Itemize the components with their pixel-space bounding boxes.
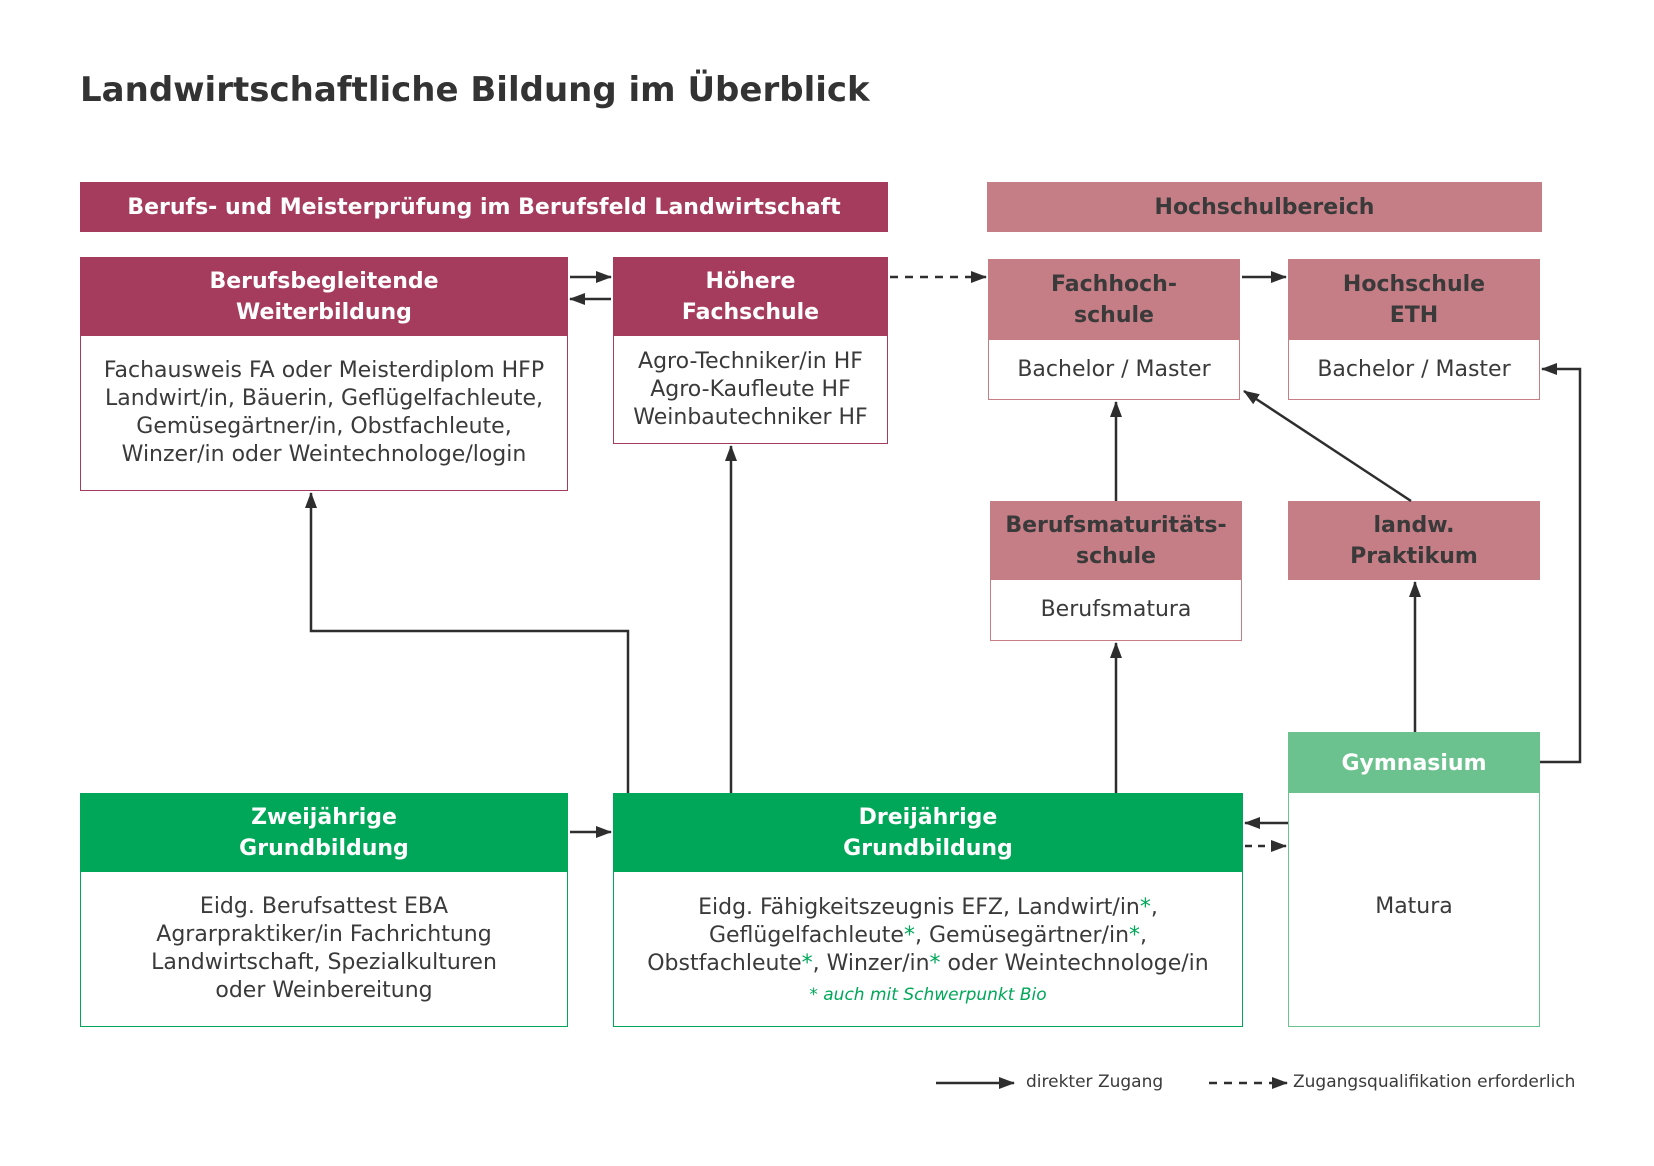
box-header: Gymnasium	[1289, 733, 1539, 793]
header-line: Fachhoch-	[1051, 272, 1177, 297]
bio-asterisk: *	[903, 923, 915, 948]
box-header: Höhere Fachschule	[614, 258, 887, 336]
box-body: Bachelor / Master	[1289, 340, 1539, 399]
header-line: landw.	[1373, 512, 1455, 538]
box-header: Hochschule ETH	[1289, 260, 1539, 340]
header-line: schule	[1074, 303, 1154, 328]
box-zweijaehrige-grundbildung: Zweijährige Grundbildung Eidg. Berufsatt…	[80, 793, 568, 1027]
banner-berufsfeld: Berufs- und Meisterprüfung im Berufsfeld…	[80, 182, 888, 232]
box-header: Berufsbegleitende Weiterbildung	[81, 258, 567, 336]
body-text: , Winzer/in	[812, 951, 930, 976]
header-line: ETH	[1389, 303, 1439, 328]
box-header: landw. Praktikum	[1289, 502, 1539, 579]
body-line: Fachausweis FA oder Meisterdiplom HFP	[103, 358, 545, 383]
box-body: Eidg. Berufsattest EBA Agrarpraktiker/in…	[81, 872, 567, 1026]
box-landw-praktikum: landw. Praktikum	[1288, 501, 1540, 580]
body-line: Matura	[1375, 894, 1453, 919]
banner-hochschulbereich: Hochschulbereich	[987, 182, 1542, 232]
body-line: Agrarpraktiker/in Fachrichtung	[156, 922, 492, 947]
box-body: Agro-Techniker/in HF Agro-Kaufleute HF W…	[614, 336, 887, 443]
box-hochschule-eth: Hochschule ETH Bachelor / Master	[1288, 259, 1540, 400]
header-line: Weiterbildung	[236, 300, 412, 325]
body-line: Eidg. Berufsattest EBA	[199, 894, 449, 919]
body-text: , Gemüsegärtner/in	[914, 923, 1130, 948]
bio-asterisk: *	[801, 951, 813, 976]
body-line: Bachelor / Master	[1317, 356, 1511, 382]
box-gymnasium: Gymnasium Matura	[1288, 732, 1540, 1027]
banner-hochschulbereich-label: Hochschulbereich	[1154, 194, 1375, 220]
body-line: Landwirtschaft, Spezialkulturen	[151, 950, 497, 975]
body-line: Obstfachleute*, Winzer/in* oder Weintech…	[647, 950, 1209, 978]
body-line: oder Weinbereitung	[215, 978, 433, 1003]
body-line: Bachelor / Master	[1017, 356, 1211, 382]
box-berufsbegleitende-weiterbildung: Berufsbegleitende Weiterbildung Fachausw…	[80, 257, 568, 491]
arrow-dreijaehrig-to-weiterbildung	[305, 492, 630, 793]
body-line: Geflügelfachleute*, Gemüsegärtner/in*,	[709, 922, 1147, 950]
page-title: Landwirtschaftliche Bildung im Überblick	[80, 70, 870, 110]
box-header: Dreijährige Grundbildung	[614, 794, 1242, 872]
box-body: Fachausweis FA oder Meisterdiplom HFP La…	[81, 336, 567, 490]
body-text: Geflügelfachleute	[708, 923, 904, 948]
header-line: Berufsmaturitäts-	[1005, 513, 1227, 538]
body-text: Obstfachleute	[647, 951, 802, 976]
box-body: Berufsmatura	[991, 580, 1241, 640]
box-body: Bachelor / Master	[989, 340, 1239, 399]
body-text: oder Weintechnologe/in	[940, 951, 1209, 976]
body-line: Winzer/in oder Weintechnologe/login	[121, 442, 527, 467]
arrow-gymnasium-to-eth	[1540, 363, 1582, 764]
header-line: Gymnasium	[1341, 750, 1487, 776]
arrow-praktikum-to-fh	[1243, 389, 1412, 503]
body-line: Eidg. Fähigkeitszeugnis EFZ, Landwirt/in…	[698, 894, 1158, 922]
bio-asterisk: *	[1139, 895, 1151, 920]
body-text: Eidg. Fähigkeitszeugnis EFZ, Landwirt/in	[698, 895, 1140, 920]
body-line: Landwirt/in, Bäuerin, Geflügelfachleute,	[104, 386, 544, 411]
box-dreijaehrige-grundbildung: Dreijährige Grundbildung Eidg. Fähigkeit…	[613, 793, 1243, 1027]
box-body: Eidg. Fähigkeitszeugnis EFZ, Landwirt/in…	[614, 872, 1242, 1026]
body-line: Gemüsegärtner/in, Obstfachleute,	[136, 414, 512, 439]
header-line: Hochschule	[1342, 272, 1486, 297]
body-line: Agro-Techniker/in HF	[638, 348, 863, 374]
body-line: Weinbautechniker HF	[633, 404, 868, 430]
header-line: Zweijährige	[251, 805, 397, 830]
header-line: Berufsbegleitende	[209, 269, 439, 294]
legend-qualification-label: Zugangsqualifikation erforderlich	[1293, 1072, 1576, 1092]
box-header: Zweijährige Grundbildung	[81, 794, 567, 872]
box-hoehere-fachschule: Höhere Fachschule Agro-Techniker/in HF A…	[613, 257, 888, 444]
body-text: ,	[1140, 923, 1148, 948]
bio-asterisk: *	[1129, 923, 1141, 948]
body-text: ,	[1150, 895, 1158, 920]
body-line: Agro-Kaufleute HF	[650, 376, 851, 402]
body-line: Berufsmatura	[1040, 597, 1192, 622]
header-line: Praktikum	[1350, 543, 1478, 569]
box-body: Matura	[1289, 793, 1539, 1026]
header-line: Höhere	[705, 269, 796, 294]
bio-asterisk: *	[929, 951, 941, 976]
header-line: Grundbildung	[843, 836, 1013, 861]
box-fachhochschule: Fachhoch- schule Bachelor / Master	[988, 259, 1240, 400]
legend-direct-label: direkter Zugang	[1026, 1072, 1164, 1092]
header-line: schule	[1076, 544, 1156, 569]
bio-footnote: * auch mit Schwerpunkt Bio	[809, 985, 1047, 1005]
header-line: Grundbildung	[239, 836, 409, 861]
box-header: Berufsmaturitäts- schule	[991, 502, 1241, 580]
box-header: Fachhoch- schule	[989, 260, 1239, 340]
header-line: Dreijährige	[858, 805, 998, 830]
box-berufsmaturitaetsschule: Berufsmaturitäts- schule Berufsmatura	[990, 501, 1242, 641]
header-line: Fachschule	[681, 300, 820, 325]
banner-berufsfeld-label: Berufs- und Meisterprüfung im Berufsfeld…	[127, 194, 841, 220]
